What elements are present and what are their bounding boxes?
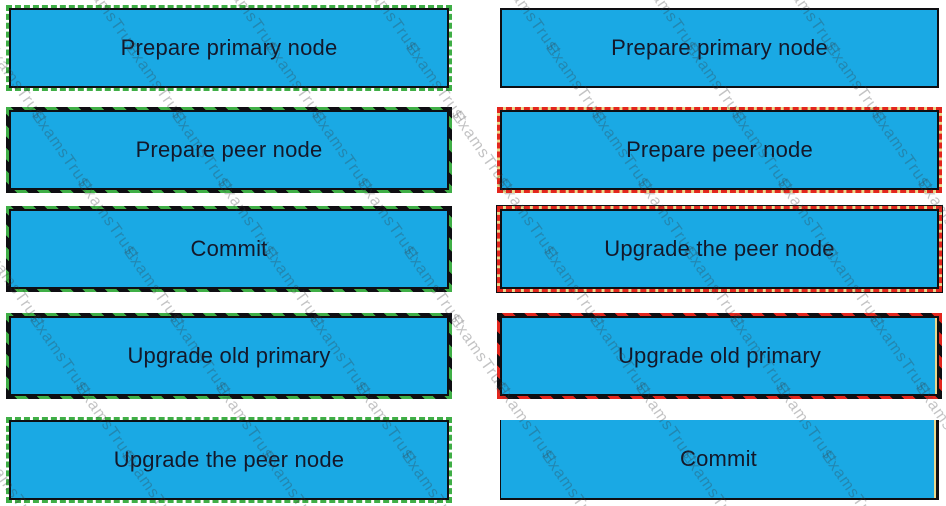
step-label: Commit <box>190 236 268 261</box>
step-box-fill: Prepare primary node <box>500 8 939 88</box>
step-box-fill: Commit <box>9 209 449 289</box>
right-step-box-3[interactable]: Upgrade the peer node <box>497 206 942 292</box>
left-step-box-3[interactable]: Commit <box>6 206 452 292</box>
step-box-fill: Prepare peer node <box>500 110 939 190</box>
step-box-fill: Upgrade old primary <box>9 316 449 396</box>
step-label: Prepare peer node <box>626 137 813 162</box>
step-box-fill: Upgrade old primary <box>500 316 939 396</box>
watermark-text: ExamsTrust <box>0 176 3 264</box>
left-step-box-4[interactable]: Upgrade old primary <box>6 313 452 399</box>
right-step-box-4[interactable]: Upgrade old primary <box>497 313 942 399</box>
step-label: Upgrade old primary <box>127 343 331 368</box>
step-label: Prepare peer node <box>135 137 323 162</box>
left-step-box-1[interactable]: Prepare primary node <box>6 5 452 91</box>
left-step-box-5[interactable]: Upgrade the peer node <box>6 417 452 503</box>
step-box-fill: Prepare primary node <box>9 8 449 88</box>
step-box-fill: Upgrade the peer node <box>9 420 449 500</box>
step-label: Upgrade the peer node <box>113 447 345 472</box>
watermark-text: ExamsTrust <box>0 0 5 60</box>
step-label: Upgrade the peer node <box>604 236 835 261</box>
column-right-answer-order: Prepare primary node Prepare peer node U… <box>497 0 942 506</box>
step-label: Commit <box>680 446 757 471</box>
right-step-box-2[interactable]: Prepare peer node <box>497 107 942 193</box>
step-label: Upgrade old primary <box>617 343 822 368</box>
left-step-box-2[interactable]: Prepare peer node <box>6 107 452 193</box>
step-box-fill: Commit <box>500 420 939 500</box>
step-box-fill: Prepare peer node <box>9 110 449 190</box>
column-left-steps: Prepare primary node Prepare peer node C… <box>6 0 452 506</box>
step-label: Prepare primary node <box>120 35 338 60</box>
right-step-box-5[interactable]: Commit <box>497 417 942 503</box>
step-label: Prepare primary node <box>611 35 828 60</box>
right-step-box-1[interactable]: Prepare primary node <box>497 5 942 91</box>
step-box-fill: Upgrade the peer node <box>500 209 939 289</box>
